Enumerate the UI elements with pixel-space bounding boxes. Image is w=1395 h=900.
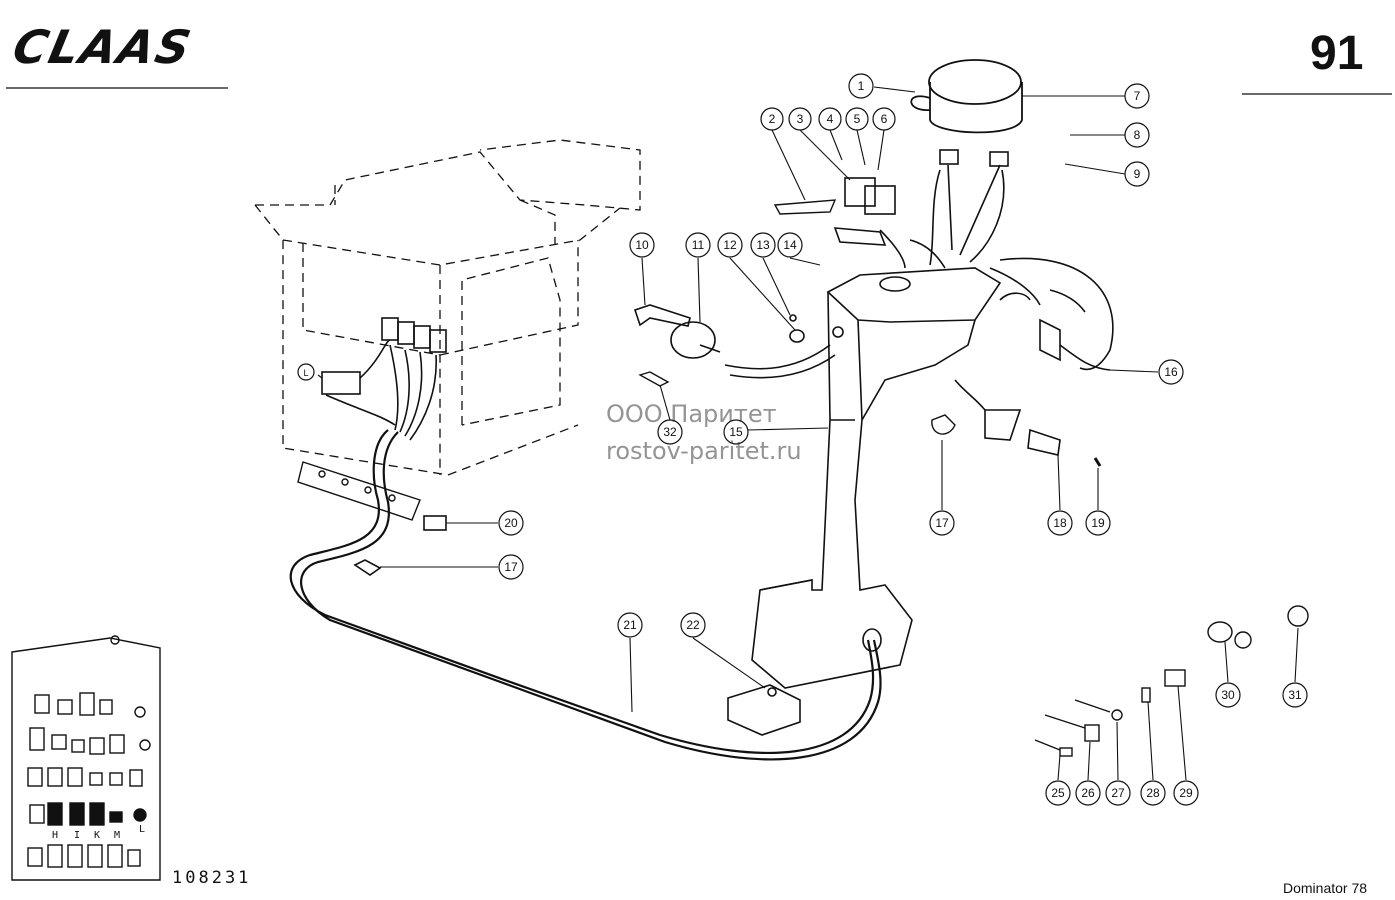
fuse-letter-k: K bbox=[94, 830, 100, 841]
callout-6: 6 bbox=[881, 112, 888, 126]
steering-column bbox=[751, 267, 1002, 689]
callout-5: 5 bbox=[854, 112, 861, 126]
callout-17-bottom: 17 bbox=[504, 560, 518, 574]
mounting-strip bbox=[297, 461, 421, 521]
cab-outline bbox=[254, 139, 641, 476]
console-wiring bbox=[879, 149, 1114, 371]
socket-18 bbox=[954, 379, 1061, 456]
callout-circles bbox=[297, 73, 1308, 806]
watermark-url: rostov-paritet.ru bbox=[606, 437, 802, 465]
main-harness bbox=[289, 429, 882, 761]
leader-lines bbox=[317, 86, 1299, 781]
callout-1: 1 bbox=[858, 79, 865, 93]
watermark-company: ООО Паритет bbox=[606, 400, 777, 428]
pin-19 bbox=[1093, 457, 1102, 467]
switch-pair bbox=[833, 177, 896, 246]
callout-32: 32 bbox=[663, 425, 677, 439]
callout-L: L bbox=[303, 368, 308, 378]
model-name: Dominator 78 bbox=[1283, 880, 1368, 896]
terminal-32 bbox=[638, 371, 670, 387]
callout-13: 13 bbox=[756, 238, 770, 252]
ignition-switch bbox=[633, 304, 836, 379]
clip-17-top bbox=[931, 414, 956, 435]
callout-28: 28 bbox=[1146, 786, 1160, 800]
fuse-letter-i: I bbox=[74, 830, 80, 841]
callout-22: 22 bbox=[686, 618, 700, 632]
fuse-letter-l: L bbox=[139, 824, 145, 835]
tachometer-gauge bbox=[910, 59, 1023, 134]
callout-12: 12 bbox=[723, 238, 737, 252]
callout-18: 18 bbox=[1053, 516, 1067, 530]
callout-17-top: 17 bbox=[935, 516, 949, 530]
callout-26: 26 bbox=[1081, 786, 1095, 800]
fuse-letter-m: M bbox=[114, 830, 120, 841]
junction-box-22 bbox=[727, 684, 801, 736]
callout-29: 29 bbox=[1179, 786, 1193, 800]
callout-25: 25 bbox=[1051, 786, 1065, 800]
grommet-20 bbox=[423, 515, 447, 531]
callout-21: 21 bbox=[623, 618, 637, 632]
callout-10: 10 bbox=[635, 238, 649, 252]
callout-27: 27 bbox=[1111, 786, 1125, 800]
callout-7: 7 bbox=[1134, 89, 1141, 103]
callout-31: 31 bbox=[1288, 688, 1302, 702]
callout-3: 3 bbox=[797, 112, 804, 126]
callout-19: 19 bbox=[1091, 516, 1105, 530]
clip-17-bottom bbox=[353, 559, 382, 576]
callout-4: 4 bbox=[827, 112, 834, 126]
callout-8: 8 bbox=[1134, 128, 1141, 142]
callout-16: 16 bbox=[1164, 365, 1178, 379]
callout-11: 11 bbox=[692, 238, 705, 252]
fuse-panel bbox=[11, 635, 161, 881]
small-parts bbox=[1034, 605, 1309, 757]
callout-30: 30 bbox=[1221, 688, 1235, 702]
callout-2: 2 bbox=[769, 112, 776, 126]
callout-9: 9 bbox=[1134, 167, 1141, 181]
callout-15: 15 bbox=[729, 425, 743, 439]
bracket-part bbox=[773, 199, 837, 215]
relay-block bbox=[321, 317, 447, 441]
drawing-number: 108231 bbox=[172, 868, 252, 888]
page-number: 91 bbox=[1310, 27, 1364, 80]
callout-20: 20 bbox=[504, 516, 518, 530]
fuse-letter-h: H bbox=[52, 830, 58, 841]
callout-14: 14 bbox=[783, 238, 797, 252]
